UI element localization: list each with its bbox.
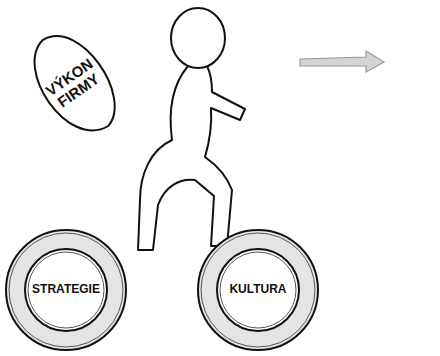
- wheel-rim-inner: [201, 233, 315, 347]
- wheel-hub-inner: [220, 252, 296, 328]
- blob-outline: [18, 21, 132, 146]
- wheel-hub: [217, 249, 299, 331]
- wheel-node: KULTURA: [196, 228, 320, 352]
- wheel-label: STRATEGIE: [32, 283, 100, 296]
- wheel-label: KULTURA: [229, 283, 286, 296]
- direction-arrow: [300, 51, 384, 72]
- wheel-node: STRATEGIE: [4, 228, 128, 352]
- wheel-hub: [25, 249, 107, 331]
- rider-body: [138, 66, 245, 250]
- wheel-rim: [198, 230, 318, 350]
- rider-head: [171, 8, 225, 68]
- wheel-rim: [6, 230, 126, 350]
- blob-node: VÝKON FIRMY: [10, 16, 138, 152]
- wheel-rim-inner: [9, 233, 123, 347]
- wheel-hub-inner: [28, 252, 104, 328]
